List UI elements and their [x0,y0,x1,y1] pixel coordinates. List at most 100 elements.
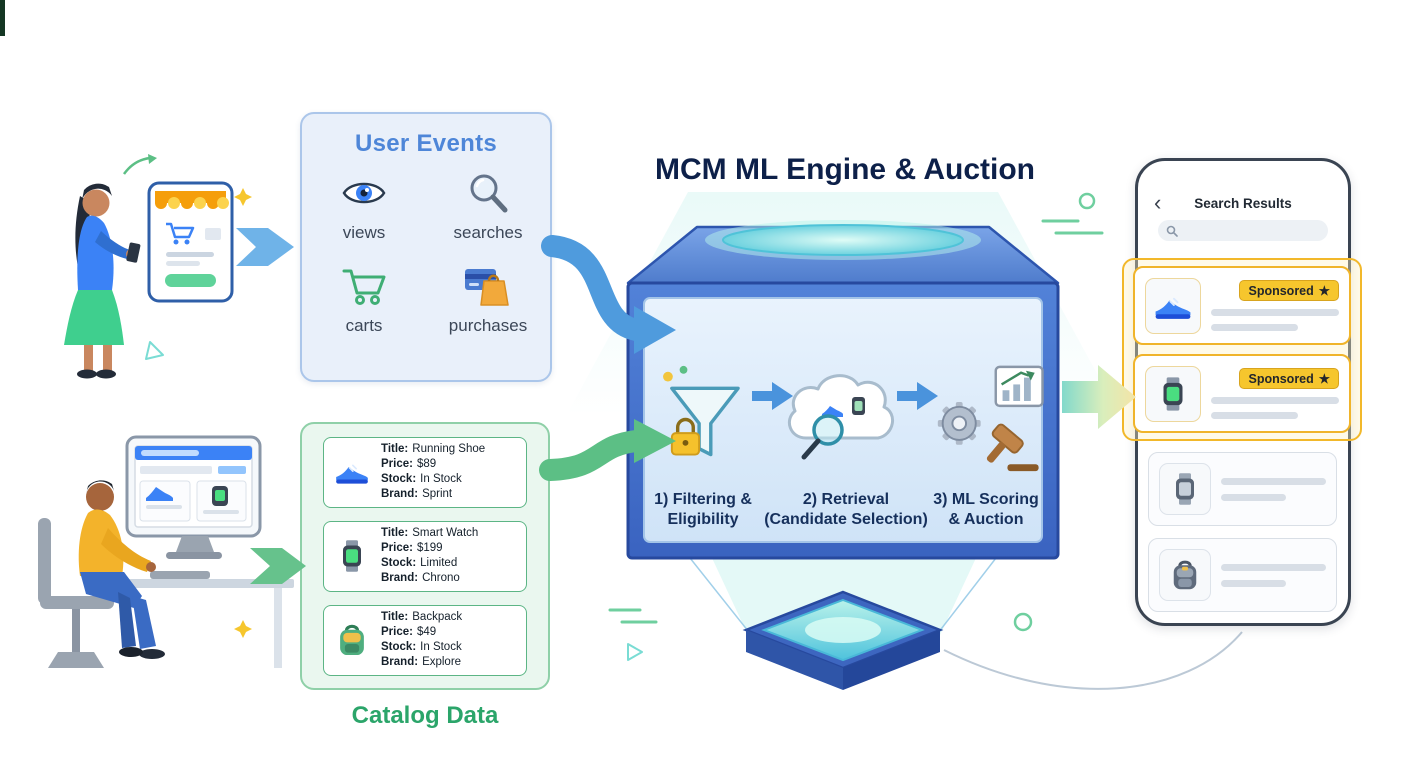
ue-label: carts [345,316,383,335]
text-placeholder-bar [1221,579,1287,587]
product-details: Title:Backpack Price:$49 Stock:In Stock … [381,610,462,669]
arrow-desktop-to-catalog [250,548,306,584]
field-label: Title: [381,443,409,456]
field-label: Title: [381,527,409,540]
product-card-backpack: Title:Backpack Price:$49 Stock:In Stock … [323,604,527,676]
connector-line-platform-to-phone [943,631,1243,690]
stage-label: 2) Retrieval (Candidate Selection) [764,491,928,528]
ue-item-purchases: purchases [426,263,550,336]
catalog-data-label: Catalog Data [351,702,499,729]
stage-scoring-auction: 3) ML Scoring & Auction [930,298,1044,542]
sneaker-icon [332,452,372,492]
backpack-icon [332,620,372,660]
ue-item-carts: carts [302,263,426,336]
result-card-body [1221,477,1326,501]
cart-icon [340,263,388,309]
engine-title: MCM ML Engine & Auction [655,153,1035,186]
stage-retrieval: 2) Retrieval (Candidate Selection) [762,298,930,542]
eye-icon [341,170,387,216]
text-placeholder-bar [1221,477,1326,485]
product-brand: Sprint [422,487,453,500]
field-label: Price: [381,458,413,471]
product-stock: In Stock [420,473,462,485]
gear-gavel-chart-icon [924,363,1049,480]
phone-header: ‹ Search Results [1138,190,1348,215]
sparkle-icon [234,188,252,638]
sponsored-badge-label: Sponsored [1248,283,1314,298]
field-label: Brand: [381,487,419,500]
purchase-bag-icon [463,263,513,309]
text-placeholder-bar [1221,493,1287,501]
smartwatch-icon [1159,463,1211,515]
field-label: Stock: [381,641,417,653]
search-results-title: Search Results [1194,195,1292,211]
star-icon: ★ [1318,284,1330,298]
sponsored-result-card-shoe[interactable]: Sponsored ★ [1133,266,1351,345]
user-events-grid: views searches [302,170,550,336]
field-label: Stock: [381,473,417,485]
field-label: Title: [381,611,409,624]
arrow-shopper-to-events [236,228,294,266]
user-events-title: User Events [354,130,498,157]
product-price: $89 [416,458,437,471]
sneaker-icon [1145,277,1201,334]
ue-item-views: views [302,170,426,243]
text-placeholder-bar [1211,309,1339,316]
product-brand: Explore [422,655,462,668]
star-icon: ★ [1318,372,1330,386]
product-brand: Chrono [422,571,460,584]
illustration-catalog-manager [38,435,294,668]
stage-label: 3) ML Scoring & Auction [933,491,1039,528]
result-card-body: Sponsored ★ [1211,368,1339,419]
user-events-panel: User Events views [300,112,552,382]
product-price: $49 [416,626,437,639]
field-label: Stock: [381,557,417,569]
field-label: Brand: [381,571,419,584]
funnel-lock-icon [653,363,753,480]
sponsored-badge: Sponsored ★ [1239,368,1339,389]
text-placeholder-bar [1221,563,1326,571]
text-placeholder-bar [1211,397,1339,404]
product-title: Backpack [412,611,463,624]
illustration-mobile-shopper [64,181,234,379]
product-details: Title:Smart Watch Price:$199 Stock:Limit… [381,526,478,585]
product-stock: Limited [420,557,458,569]
edge-artifact [0,0,5,36]
text-placeholder-bar [1211,412,1299,419]
field-label: Price: [381,542,413,555]
product-price: $199 [416,542,443,555]
sponsored-badge-label: Sponsored [1248,371,1314,386]
backpack-icon [1159,549,1211,601]
organic-result-card-watch[interactable] [1148,452,1337,526]
text-placeholder-bar [1211,324,1299,331]
result-card-body [1221,563,1326,587]
cloud-search-icon [776,363,916,480]
product-title: Running Shoe [412,443,486,456]
product-title: Smart Watch [412,527,479,540]
product-card-running-shoe: Title:Running Shoe Price:$89 Stock:In St… [323,436,527,508]
organic-result-card-backpack[interactable] [1148,538,1337,612]
ue-label: views [342,223,386,242]
back-icon[interactable]: ‹ [1154,190,1162,215]
search-icon [1166,225,1178,237]
field-label: Price: [381,626,413,639]
catalog-panel: Title:Running Shoe Price:$89 Stock:In St… [300,422,550,690]
stage-label: 1) Filtering & Eligibility [654,491,752,528]
engine-stages: 1) Filtering & Eligibility 2) Retrieval … [644,298,1044,542]
result-card-body: Sponsored ★ [1211,280,1339,331]
ue-label: purchases [448,316,528,335]
ue-item-searches: searches [426,170,550,243]
product-stock: In Stock [420,641,462,653]
ue-label: searches [453,223,523,242]
product-card-smart-watch: Title:Smart Watch Price:$199 Stock:Limit… [323,520,527,592]
stage-filtering: 1) Filtering & Eligibility [644,298,762,542]
field-label: Brand: [381,655,419,668]
magnifier-icon [467,170,509,216]
search-input[interactable] [1158,220,1328,241]
swoosh-decoration [122,154,157,175]
smartwatch-icon [1145,365,1201,422]
product-details: Title:Running Shoe Price:$89 Stock:In St… [381,442,485,501]
sponsored-badge: Sponsored ★ [1239,280,1339,301]
sponsored-result-card-watch[interactable]: Sponsored ★ [1133,354,1351,433]
